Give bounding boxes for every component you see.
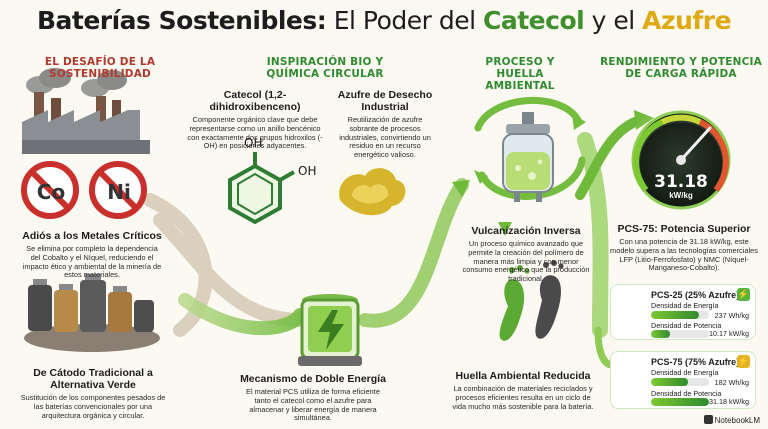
power-label: Densidad de Potencia [651, 321, 722, 330]
energy-bar-fill [651, 378, 688, 386]
brand-footer: NotebookLM [703, 415, 760, 425]
block-mecanismo-body: El material PCS utiliza de forma eficien… [246, 387, 380, 423]
block-catecol-title: Catecol (1,2-dihidroxibenceno) [209, 89, 301, 113]
block-mecanismo: Mecanismo de Doble Energía El material P… [238, 373, 388, 423]
gauge-unit: kW/kg [669, 191, 693, 200]
block-azufre-body: Reutilización de azufre sobrante de proc… [339, 115, 431, 160]
notebooklm-logo-icon [703, 415, 713, 424]
section-heading-process: PROCESO Y HUELLA AMBIENTAL [485, 56, 555, 92]
reactor-vessel [502, 112, 554, 202]
block-mecanismo-title: Mecanismo de Doble Energía [240, 373, 386, 385]
block-huella-body: La combinación de materiales reciclados … [452, 384, 594, 411]
title-azufre: Azufre [642, 6, 732, 35]
power-value: 31.18 kW/kg [709, 397, 749, 406]
block-catecol-body: Componente orgánico clave que debe repre… [187, 115, 323, 151]
title-part-3: y el [584, 6, 643, 35]
energy-label: Densidad de Energía [651, 368, 719, 377]
block-vulcanizacion: Vulcanización Inversa Un proceso químico… [462, 225, 590, 284]
energy-bar-fill [651, 311, 699, 319]
central-battery [298, 294, 362, 366]
arrow-to-huella [498, 222, 512, 236]
power-bar [651, 330, 709, 338]
block-adios-title: Adiós a los Metales Críticos [22, 230, 162, 242]
energy-value: 237 Wh/kg [714, 311, 749, 320]
flow-curve-left [143, 193, 307, 337]
no-cobalt-sign [21, 161, 79, 219]
catechol-molecule [228, 152, 295, 225]
block-azufre-title: Azufre de Desecho Industrial [337, 89, 433, 113]
block-huella: Huella Ambiental Reducida La combinación… [450, 370, 596, 411]
power-bar-fill [651, 398, 709, 406]
block-catecol: Catecol (1,2-dihidroxibenceno) Component… [185, 89, 325, 151]
section-heading-inspiration: INSPIRACIÓN BIO Y QUÍMICA CIRCULAR [266, 56, 384, 80]
block-adios-body: Se elimina por completo la dependencia d… [22, 244, 162, 280]
no-nickel-sign [89, 161, 147, 219]
reactor-cycle-arrowhead-top [572, 114, 586, 130]
sulfur-blob [328, 156, 416, 224]
flow-curve-bottom [178, 293, 307, 336]
reactor-cycle-arrowhead-bottom [474, 170, 488, 184]
lightning-icon: ⚡ [737, 355, 750, 368]
block-vulcanizacion-title: Vulcanización Inversa [471, 225, 581, 237]
energy-value: 182 Wh/kg [714, 378, 749, 387]
factory-illustration [22, 68, 150, 154]
footprints-illustration [499, 260, 564, 341]
card-title: PCS-25 (25% Azufre) [651, 290, 740, 300]
lightning-icon: ⚡ [737, 288, 750, 301]
nickel-symbol: Ni [107, 180, 131, 204]
power-bar [651, 398, 709, 406]
old-batteries-illustration [24, 274, 160, 352]
comparison-card-pcs25: PCS-25 (25% Azufre) ⚡ Densidad de Energí… [610, 284, 756, 340]
title-catecol: Catecol [483, 6, 585, 35]
reactor-cycle-arrow-top [474, 97, 582, 132]
block-adios: Adiós a los Metales Críticos Se elimina … [22, 230, 162, 280]
block-vulcanizacion-body: Un proceso químico avanzado que permite … [462, 239, 590, 284]
cobalt-symbol: Co [36, 180, 66, 204]
flow-curve-right [577, 132, 609, 338]
block-pcs75: PCS-75: Potencia Superior Con una potenc… [608, 223, 760, 273]
energy-label: Densidad de Energía [651, 301, 719, 310]
comparison-card-pcs75: PCS-75 (75% Azufre) ⚡ Densidad de Energí… [610, 351, 756, 409]
card-title: PCS-75 (75% Azufre) [651, 357, 740, 367]
gauge-illustration [623, 102, 739, 218]
page-title: Baterías Sostenibles: El Poder del Catec… [0, 6, 768, 35]
block-huella-title: Huella Ambiental Reducida [455, 370, 591, 382]
block-catodo-body: Sustitución de los componentes pesados d… [20, 393, 166, 420]
block-azufre: Azufre de Desecho Industrial Reutilizaci… [335, 89, 435, 160]
flow-curve-center [358, 178, 469, 328]
oh-label-top: OH [244, 136, 263, 150]
energy-bar [651, 378, 709, 386]
title-part-2: El Poder del [326, 6, 484, 35]
brand-label: NotebookLM [714, 416, 760, 425]
gauge-value: 31.18 [654, 172, 708, 192]
section-heading-challenge: EL DESAFÍO DE LA SOSTENIBILIDAD [44, 56, 156, 80]
energy-bar [651, 311, 709, 319]
block-catodo: De Cátodo Tradicional a Alternativa Verd… [18, 367, 168, 420]
power-bar-fill [651, 330, 671, 338]
oh-label-side: OH [298, 164, 317, 178]
power-value: 10.17 kW/kg [709, 329, 749, 338]
arrow-to-process [452, 180, 470, 197]
block-pcs75-body: Con una potencia de 31.18 kW/kg, este mo… [610, 237, 758, 273]
block-pcs75-title: PCS-75: Potencia Superior [617, 223, 751, 235]
section-heading-performance: RENDIMIENTO Y POTENCIA DE CARGA RÁPIDA [600, 56, 762, 80]
title-part-1: Baterías Sostenibles: [36, 6, 327, 35]
block-catodo-title: De Cátodo Tradicional a Alternativa Verd… [33, 367, 153, 391]
power-label: Densidad de Potencia [651, 389, 722, 398]
arrow-gauge [575, 115, 645, 200]
